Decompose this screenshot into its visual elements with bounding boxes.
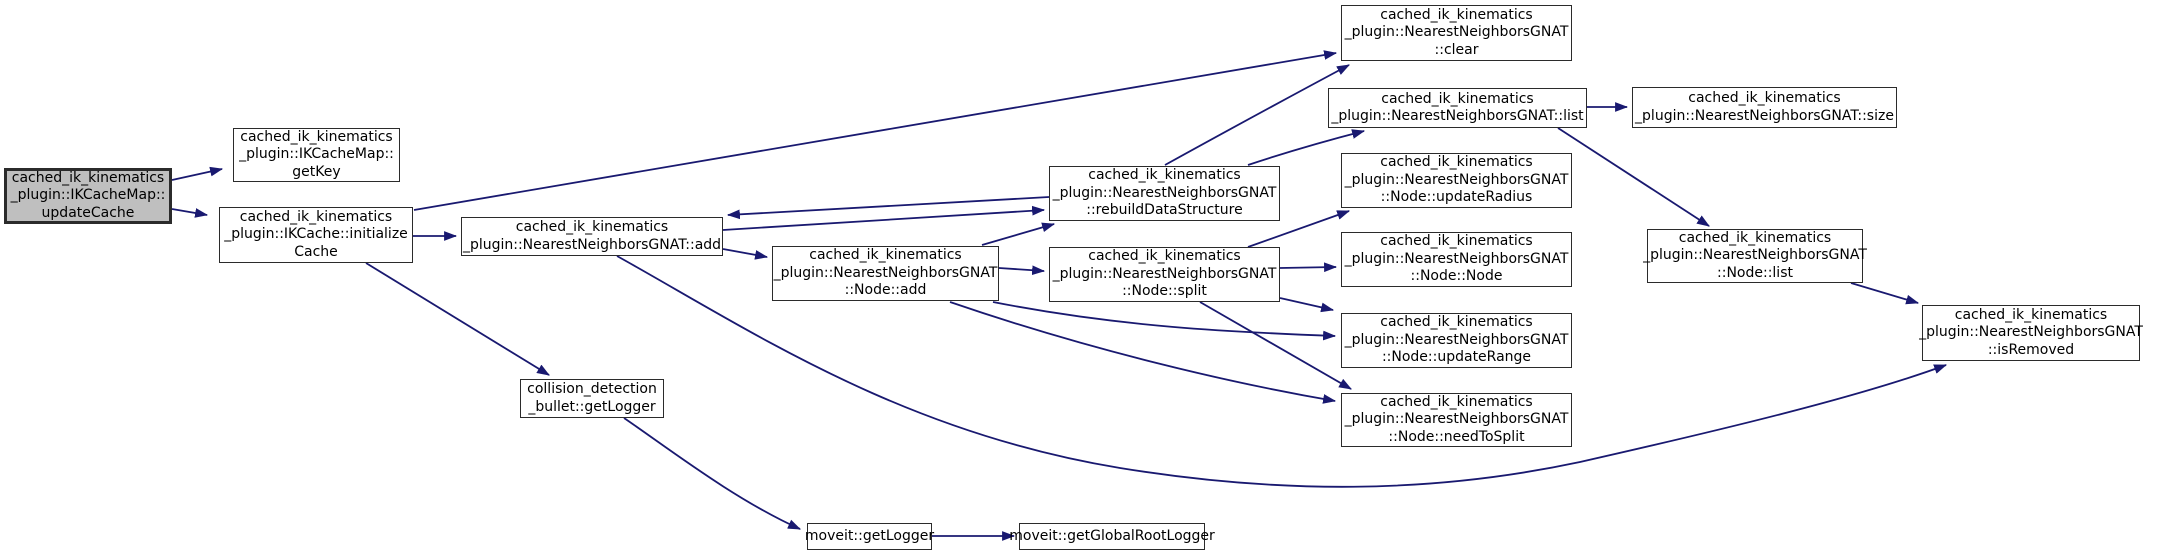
node-rebuild[interactable]: cached_ik_kinematics _plugin::NearestNei… (1049, 166, 1280, 221)
edge-updateCache-initializeCache (171, 208, 209, 218)
edge-rebuild-list (1247, 129, 1366, 166)
node-updateRadius[interactable]: cached_ik_kinematics _plugin::NearestNei… (1341, 153, 1572, 208)
node-nodeSplit-label: cached_ik_kinematics _plugin::NearestNei… (1052, 248, 1277, 300)
edge-gnatAdd-nodeAdd (722, 248, 769, 260)
node-updateRange-label: cached_ik_kinematics _plugin::NearestNei… (1344, 314, 1569, 366)
node-gnatAdd[interactable]: cached_ik_kinematics _plugin::NearestNei… (461, 217, 723, 256)
edge-updateCache-getKey (171, 166, 224, 181)
edge-rebuild-gnatAdd (726, 196, 1050, 220)
node-isRemoved[interactable]: cached_ik_kinematics _plugin::NearestNei… (1919, 305, 2143, 361)
edge-nodeSplit-nodeNode (1279, 262, 1338, 273)
node-needToSplit-label: cached_ik_kinematics _plugin::NearestNei… (1344, 393, 1569, 445)
edge-nodeSplit-updateRadius (1247, 210, 1351, 248)
edge-nodeAdd-rebuild (981, 222, 1056, 246)
edge-bulletGetLogger-moveitGetLogger (623, 417, 801, 530)
node-globalRootLogger-label: moveit::getGlobalRootLogger (1009, 527, 1215, 544)
node-moveitGetLogger[interactable]: moveit::getLogger (804, 523, 935, 550)
edge-list-nodeList (1557, 127, 1710, 227)
node-rebuild-label: cached_ik_kinematics _plugin::NearestNei… (1052, 167, 1277, 219)
node-nodeAdd[interactable]: cached_ik_kinematics _plugin::NearestNei… (772, 246, 999, 301)
node-nodeSplit[interactable]: cached_ik_kinematics _plugin::NearestNei… (1049, 247, 1280, 302)
node-needToSplit[interactable]: cached_ik_kinematics _plugin::NearestNei… (1341, 393, 1572, 447)
node-updateRange[interactable]: cached_ik_kinematics _plugin::NearestNei… (1341, 313, 1572, 368)
edge-rebuild-clear (1164, 64, 1350, 166)
edge-nodeAdd-updateRange (992, 301, 1337, 341)
node-initializeCache-label: cached_ik_kinematics _plugin::IKCache::i… (224, 208, 408, 260)
node-size-label: cached_ik_kinematics _plugin::NearestNei… (1635, 90, 1894, 124)
node-getKey[interactable]: cached_ik_kinematics _plugin::IKCacheMap… (233, 128, 400, 182)
node-clear[interactable]: cached_ik_kinematics _plugin::NearestNei… (1341, 5, 1572, 61)
node-updateCache-label: cached_ik_kinematics _plugin::IKCacheMap… (10, 169, 166, 221)
node-nodeList[interactable]: cached_ik_kinematics _plugin::NearestNei… (1643, 229, 1867, 283)
node-getKey-label: cached_ik_kinematics _plugin::IKCacheMap… (239, 128, 394, 180)
edge-nodeSplit-needToSplit (1199, 301, 1352, 390)
node-moveitGetLogger-label: moveit::getLogger (804, 527, 935, 544)
node-nodeNode[interactable]: cached_ik_kinematics _plugin::NearestNei… (1341, 232, 1572, 287)
edge-nodeList-isRemoved (1850, 282, 1920, 305)
node-bulletGetLogger[interactable]: collision_detection _bullet::getLogger (520, 379, 664, 418)
node-size[interactable]: cached_ik_kinematics _plugin::NearestNei… (1632, 87, 1897, 128)
edge-nodeAdd-nodeSplit (998, 265, 1046, 276)
node-isRemoved-label: cached_ik_kinematics _plugin::NearestNei… (1919, 306, 2143, 358)
edge-nodeAdd-needToSplit (949, 301, 1337, 404)
node-globalRootLogger[interactable]: moveit::getGlobalRootLogger (1009, 523, 1215, 550)
node-nodeList-label: cached_ik_kinematics _plugin::NearestNei… (1643, 229, 1867, 281)
node-initializeCache[interactable]: cached_ik_kinematics _plugin::IKCache::i… (219, 207, 413, 263)
node-list[interactable]: cached_ik_kinematics _plugin::NearestNei… (1328, 88, 1587, 128)
edge-initializeCache-clear (413, 50, 1338, 211)
edge-gnatAdd-rebuild (722, 205, 1046, 231)
node-updateRadius-label: cached_ik_kinematics _plugin::NearestNei… (1344, 154, 1569, 206)
node-clear-label: cached_ik_kinematics _plugin::NearestNei… (1344, 6, 1569, 58)
node-nodeAdd-label: cached_ik_kinematics _plugin::NearestNei… (773, 247, 998, 299)
node-list-label: cached_ik_kinematics _plugin::NearestNei… (1331, 90, 1584, 125)
node-gnatAdd-label: cached_ik_kinematics _plugin::NearestNei… (462, 219, 722, 253)
edge-gnatAdd-isRemoved (616, 255, 1948, 488)
node-nodeNode-label: cached_ik_kinematics _plugin::NearestNei… (1344, 233, 1569, 285)
edge-initializeCache-bulletGetLogger (365, 262, 550, 376)
edge-nodeSplit-updateRange (1279, 297, 1335, 313)
node-bulletGetLogger-label: collision_detection _bullet::getLogger (527, 381, 657, 415)
node-updateCache: cached_ik_kinematics _plugin::IKCacheMap… (4, 168, 172, 224)
